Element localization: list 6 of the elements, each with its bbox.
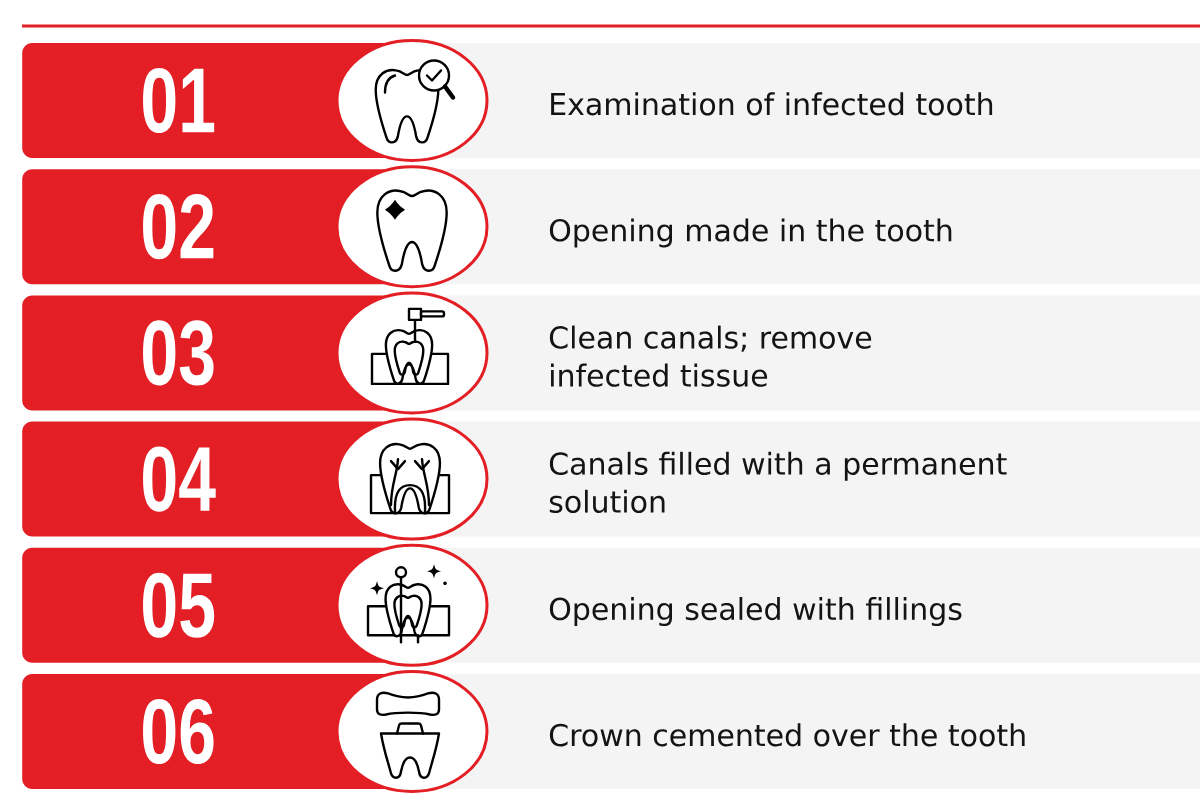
step-band: Clean canals; remove infected tissue (430, 295, 1200, 411)
step-band: Canals filled with a permanent solution (430, 421, 1200, 537)
step-band: Crown cemented over the tooth (430, 674, 1200, 789)
step-band: Examination of infected tooth (430, 43, 1200, 158)
step-band: Opening made in the tooth (430, 169, 1200, 285)
step-band: Opening sealed with fillings (430, 547, 1200, 663)
